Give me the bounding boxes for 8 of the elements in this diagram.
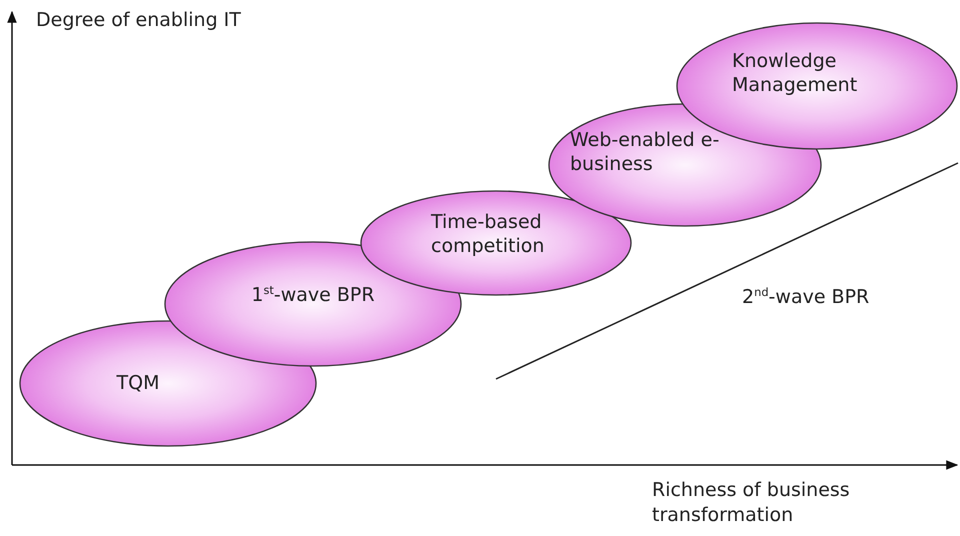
stage-label: Web-enabled e-business (570, 129, 720, 177)
stage-label: Knowledge Management (732, 50, 858, 98)
y-axis-label: Degree of enabling IT (36, 8, 241, 33)
stage-label: Time-based competition (431, 211, 546, 259)
stage-label: 1$^{st}$-wave BPR (251, 284, 375, 308)
stage-label: TQM (116, 372, 160, 396)
region-label: 2$^{nd}$-wave BPR (742, 285, 870, 310)
x-axis-label: Richness of business transformation (652, 478, 851, 528)
